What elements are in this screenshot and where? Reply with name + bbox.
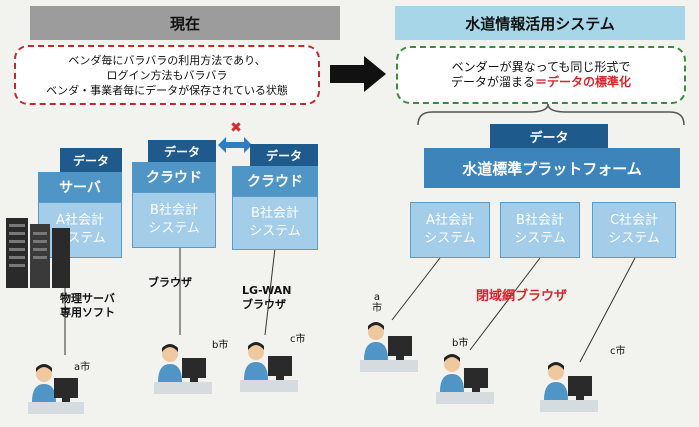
b-accounting-system: B社会計 システム bbox=[132, 192, 216, 248]
a-accounting-system: A社会計 システム bbox=[410, 202, 490, 258]
city-label: b市 bbox=[212, 340, 229, 351]
server-label: サーバ bbox=[38, 172, 122, 202]
user-at-computer-icon bbox=[436, 354, 494, 404]
system-header: 水道情報活用システム bbox=[395, 6, 685, 40]
physical-server-label: 物理サーバ 専用ソフト bbox=[60, 292, 115, 319]
current-issue-note: ベンダ毎にバラバラの利用方法であり、 ログイン方法もバラバラ ベンダ・事業者毎に… bbox=[14, 45, 320, 105]
cloud-label: クラウド bbox=[132, 162, 216, 192]
data-tag: データ bbox=[250, 144, 318, 166]
user-at-computer-icon bbox=[360, 322, 418, 372]
city-label: a市 bbox=[74, 362, 91, 373]
user-at-computer-icon bbox=[154, 344, 212, 394]
lgwan-browser-label: LG-WAN ブラウザ bbox=[242, 284, 292, 311]
note-line: ベンダ毎にバラバラの利用方法であり、 bbox=[68, 53, 266, 67]
server-rack-icon bbox=[6, 218, 70, 288]
data-tag: データ bbox=[490, 124, 608, 148]
note-line: データが溜まる＝データの標準化 bbox=[450, 75, 632, 89]
data-tag: データ bbox=[148, 140, 216, 162]
current-header: 現在 bbox=[30, 6, 340, 40]
cross-icon: ✖ bbox=[230, 120, 242, 136]
standardization-highlight: ＝データの標準化 bbox=[535, 75, 632, 89]
city-label: c市 bbox=[610, 346, 626, 357]
note-line: ベンダ・事業者毎にデータが保存されている状態 bbox=[46, 83, 288, 97]
browser-label: ブラウザ bbox=[148, 276, 192, 289]
b-accounting-system-2: B社会計 システム bbox=[232, 196, 318, 250]
right-arrow-icon bbox=[330, 56, 386, 92]
user-at-computer-icon bbox=[540, 362, 598, 412]
c-accounting-system: C社会計 システム bbox=[592, 202, 676, 258]
note-line: ベンダーが異なっても同じ形式で bbox=[451, 60, 631, 74]
user-at-computer-icon bbox=[28, 364, 84, 414]
city-label: a 市 bbox=[372, 292, 382, 314]
note-line: ログイン方法もバラバラ bbox=[106, 68, 228, 82]
exchange-arrow-icon bbox=[218, 137, 252, 153]
data-tag: データ bbox=[60, 148, 122, 172]
standardization-note: ベンダーが異なっても同じ形式で データが溜まる＝データの標準化 bbox=[396, 46, 686, 104]
water-standard-platform: 水道標準プラットフォーム bbox=[424, 148, 680, 188]
user-at-computer-icon bbox=[240, 342, 298, 392]
city-label: b市 bbox=[452, 338, 469, 349]
b-accounting-system: B社会計 システム bbox=[500, 202, 580, 258]
cloud-label: クラウド bbox=[232, 166, 318, 196]
city-label: c市 bbox=[290, 334, 306, 345]
closed-network-browser-label: 閉域網ブラウザ bbox=[476, 289, 568, 304]
